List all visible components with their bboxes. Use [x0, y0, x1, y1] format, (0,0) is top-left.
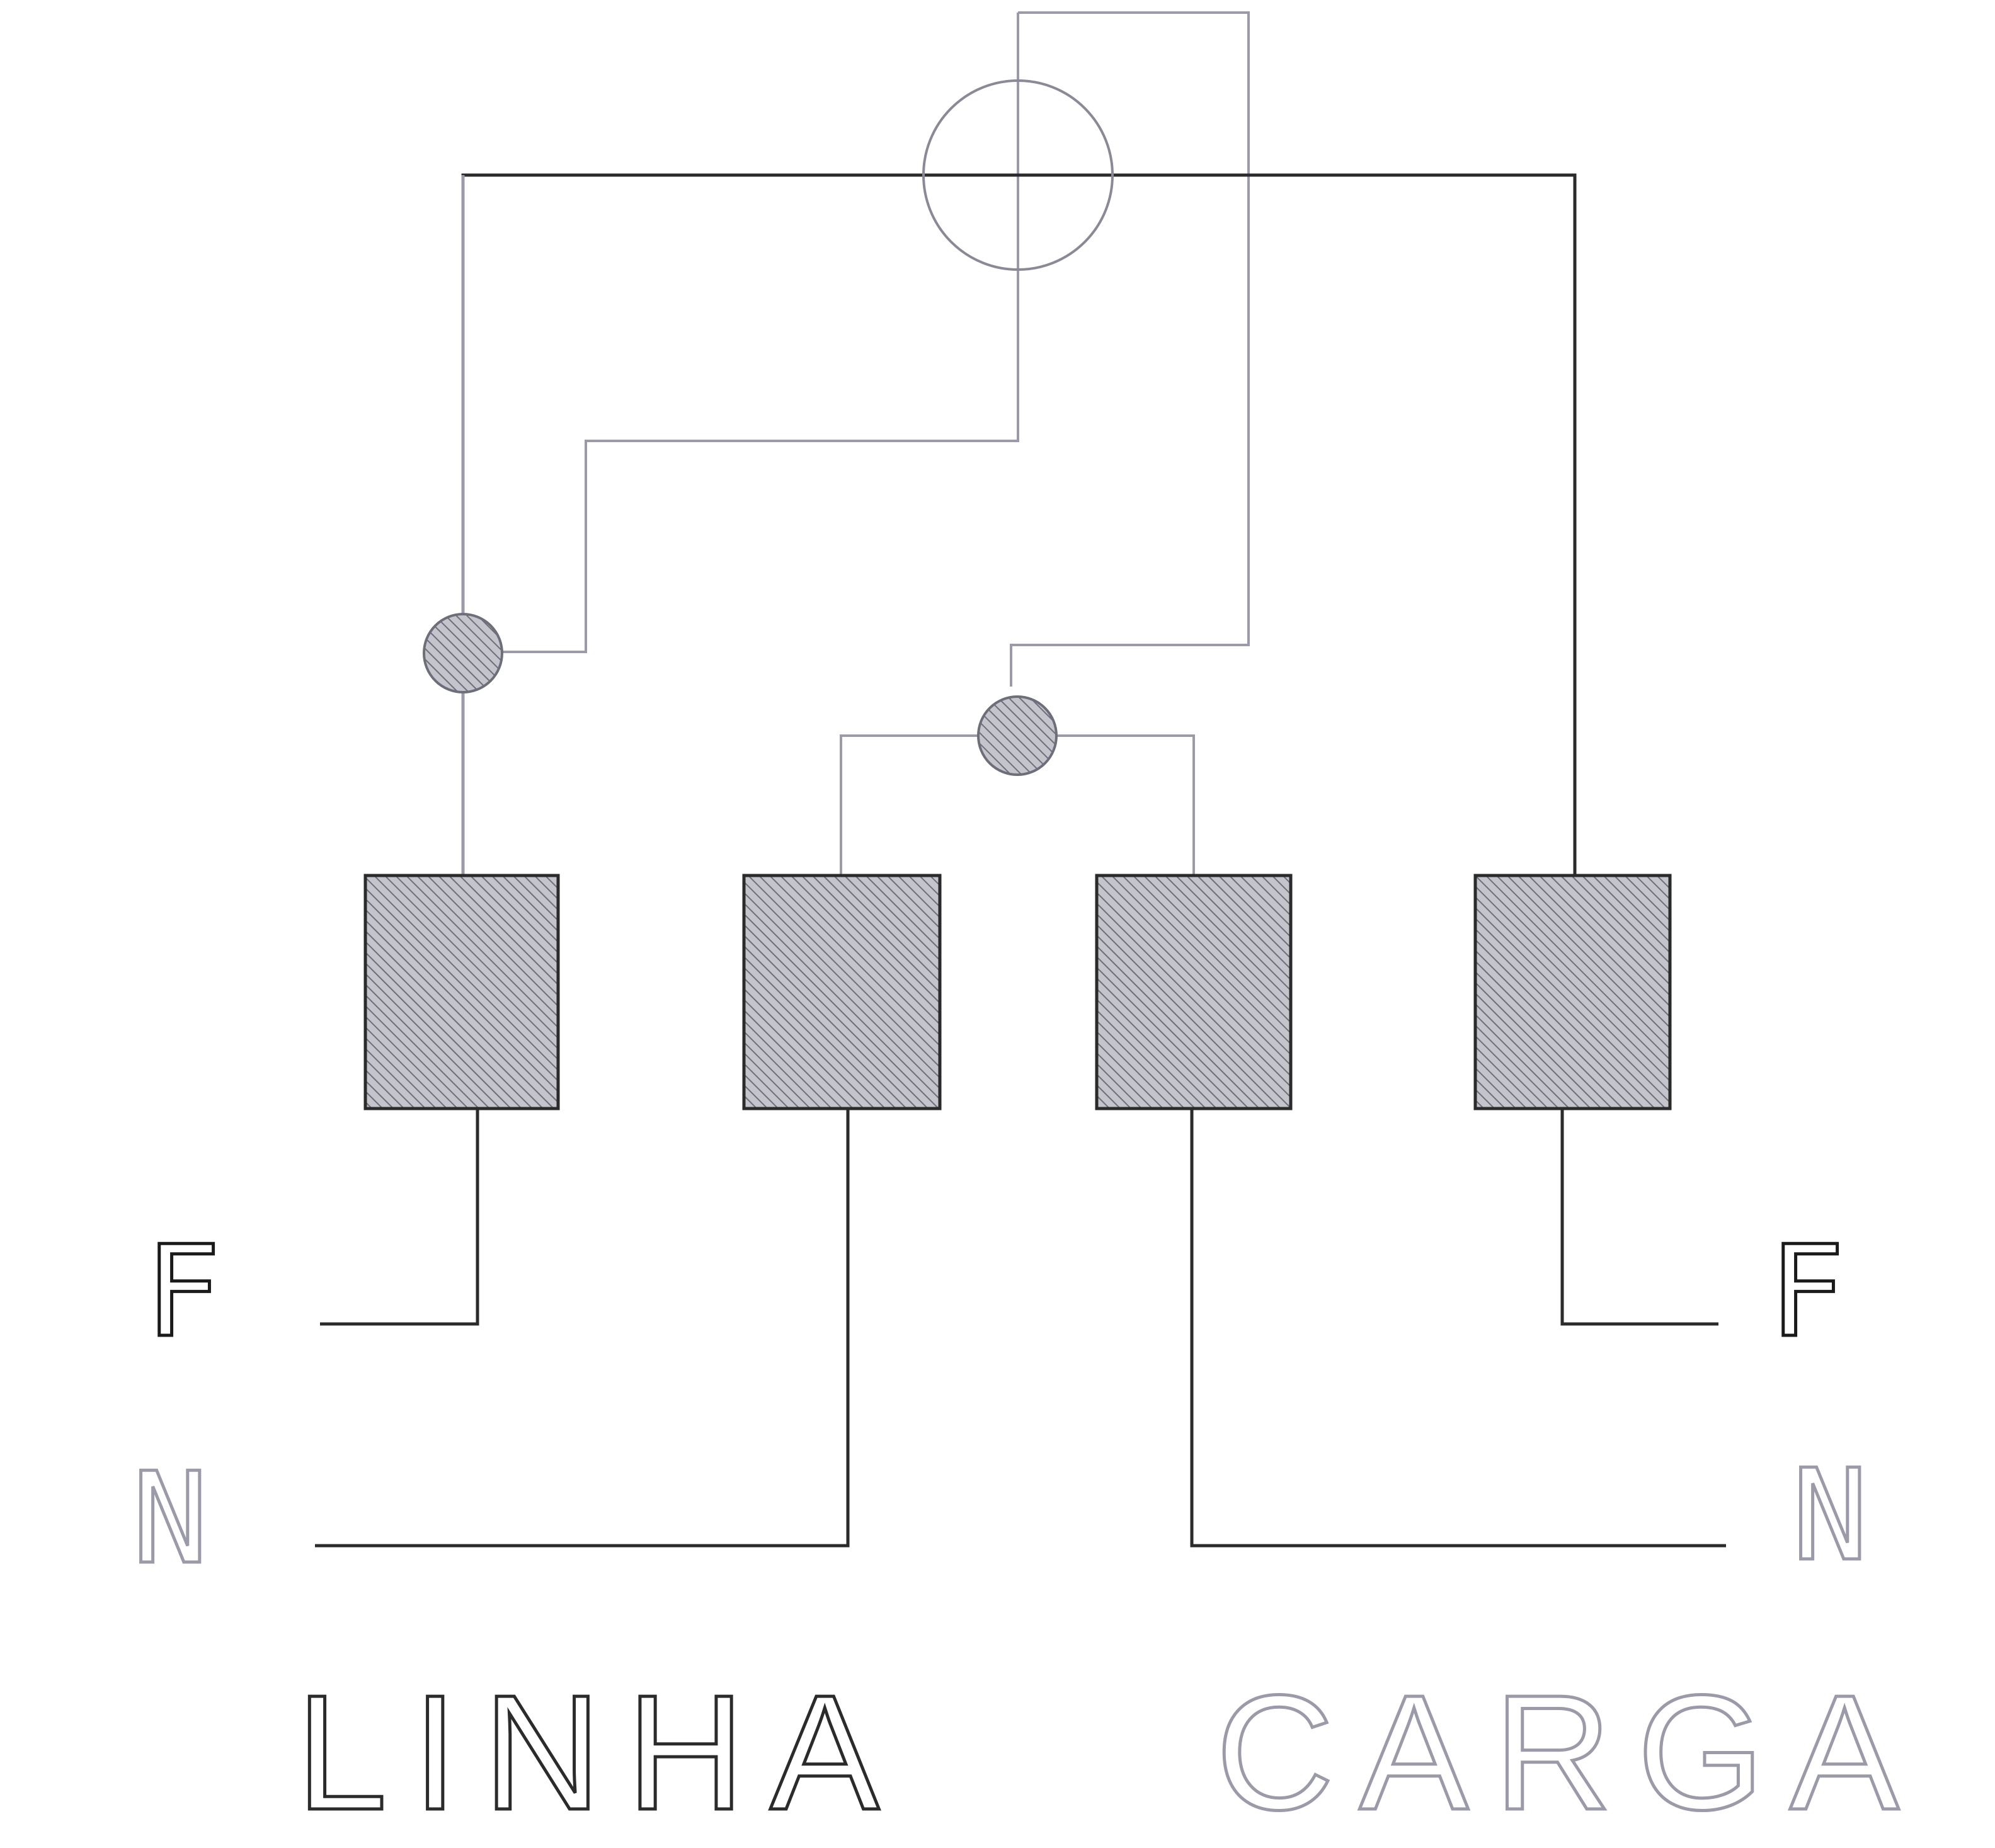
left-phase-wire: [320, 1109, 479, 1326]
terminal-block-3: [1095, 874, 1293, 1110]
right-phase-label: F: [1769, 1219, 1844, 1366]
top-loop-wire: [1010, 11, 1250, 687]
linha-label: LINHA: [296, 1662, 905, 1844]
right-neutral-wire: [1190, 1109, 1726, 1548]
current-sensor-circle: [922, 79, 1114, 271]
left-loop-wire: [485, 13, 1019, 653]
terminal-block-2: [742, 874, 942, 1110]
middle-junction-circle: [977, 695, 1058, 776]
terminal-block-1: [363, 874, 560, 1110]
left-neutral-label: N: [132, 1446, 208, 1592]
terminal-block-4: [1473, 874, 1672, 1110]
right-neutral-label: N: [1792, 1442, 1868, 1589]
left-phase-label: F: [145, 1219, 220, 1366]
right-phase-wire: [1560, 1109, 1718, 1326]
left-neutral-wire: [315, 1109, 850, 1548]
carga-label: CARGA: [1216, 1662, 1924, 1844]
left-junction-circle: [423, 613, 503, 693]
